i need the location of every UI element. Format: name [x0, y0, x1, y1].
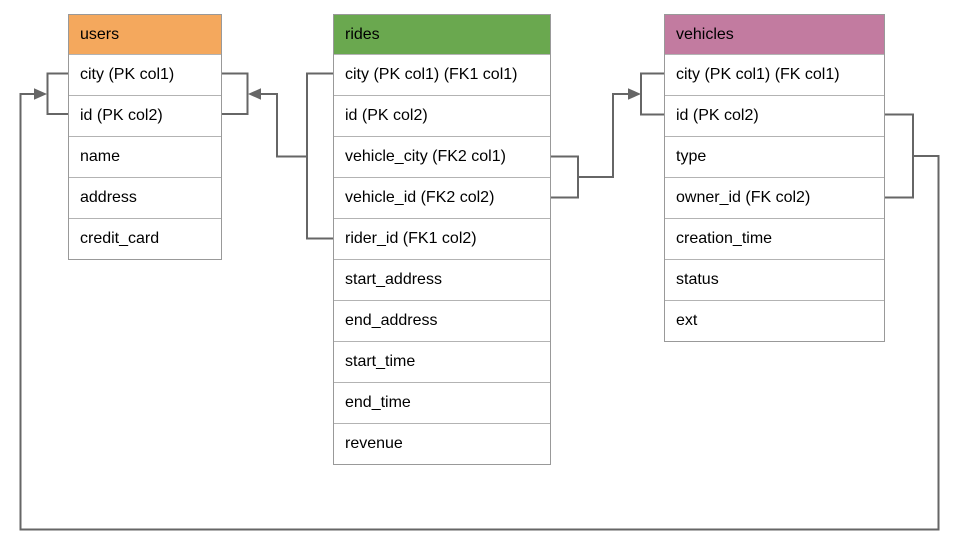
table-row: address	[69, 177, 221, 218]
table-row: vehicle_city (FK2 col1)	[334, 136, 550, 177]
fk1-users-bracket	[222, 72, 249, 115]
table-row: creation_time	[665, 218, 884, 259]
table-vehicles: vehicles city (PK col1) (FK col1) id (PK…	[664, 14, 885, 342]
fk1-rides-bracket	[306, 72, 333, 240]
table-row: name	[69, 136, 221, 177]
table-row: vehicle_id (FK2 col2)	[334, 177, 550, 218]
table-row: revenue	[334, 423, 550, 464]
table-row: city (PK col1)	[69, 54, 221, 95]
table-row: start_time	[334, 341, 550, 382]
table-row: id (PK col2)	[69, 95, 221, 136]
fk-vehicles-bracket	[885, 113, 914, 199]
table-row: type	[665, 136, 884, 177]
table-rides-title: rides	[334, 15, 550, 54]
table-row: start_address	[334, 259, 550, 300]
fk2-elbow-line	[578, 93, 629, 178]
table-row: credit_card	[69, 218, 221, 259]
table-vehicles-title: vehicles	[665, 15, 884, 54]
table-row: ext	[665, 300, 884, 341]
fk-users-bracket	[46, 72, 68, 115]
fk1-rides-users-connector	[222, 72, 333, 240]
table-row: rider_id (FK1 col2)	[334, 218, 550, 259]
fk2-arrowhead-icon	[628, 88, 641, 100]
table-row: id (PK col2)	[665, 95, 884, 136]
table-row: end_time	[334, 382, 550, 423]
table-row: id (PK col2)	[334, 95, 550, 136]
table-users: users city (PK col1) id (PK col2) name a…	[68, 14, 222, 260]
table-rides: rides city (PK col1) (FK1 col1) id (PK c…	[333, 14, 551, 465]
fk1-arrowhead-icon	[248, 88, 261, 100]
table-row: city (PK col1) (FK col1)	[665, 54, 884, 95]
fk-arrowhead-icon	[34, 88, 47, 100]
fk1-elbow-line	[260, 93, 307, 158]
table-row: city (PK col1) (FK1 col1)	[334, 54, 550, 95]
table-users-title: users	[69, 15, 221, 54]
table-row: end_address	[334, 300, 550, 341]
table-row: owner_id (FK col2)	[665, 177, 884, 218]
fk2-rides-bracket	[551, 155, 579, 199]
fk2-rides-vehicles-connector	[551, 72, 664, 199]
fk2-vehicles-bracket	[640, 72, 664, 116]
table-row: status	[665, 259, 884, 300]
